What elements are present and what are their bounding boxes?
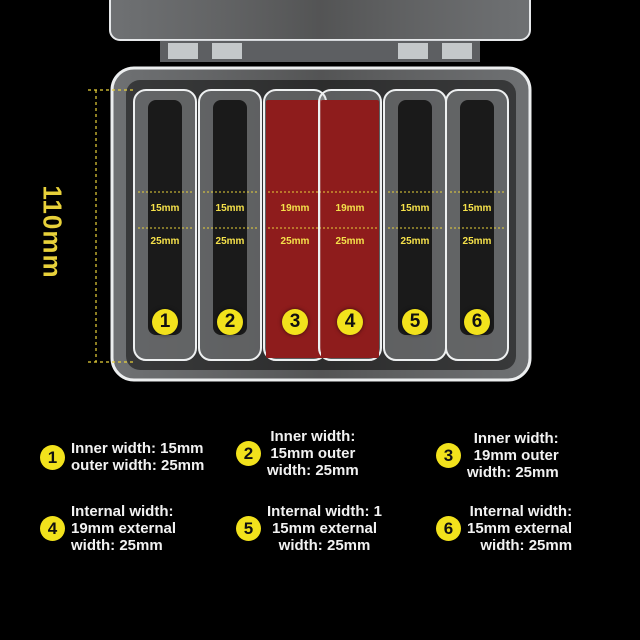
compartment-number-badge: 3	[282, 309, 308, 335]
strip-4	[321, 100, 379, 358]
legend-number-badge: 6	[436, 516, 461, 541]
legend-text: Internal width: 15mm external width: 25m…	[467, 503, 573, 554]
inner-width-label: 15mm	[150, 203, 180, 214]
legend-text: Inner width: 15mm outer width: 25mm	[267, 428, 359, 479]
outer-width-label: 25mm	[215, 236, 245, 247]
compartment-6	[445, 89, 509, 361]
legend-number-badge: 3	[436, 443, 461, 468]
compartment-1	[133, 89, 197, 361]
compartment-number-badge: 5	[402, 309, 428, 335]
box-lid	[109, 0, 531, 62]
compartment-3	[263, 89, 327, 361]
strip-5	[398, 100, 432, 335]
height-dimension-line	[88, 89, 135, 363]
inner-width-label: 15mm	[400, 203, 430, 214]
outer-width-label: 25mm	[280, 236, 310, 247]
compartment-number-badge: 1	[152, 309, 178, 335]
outer-width-label: 25mm	[462, 236, 492, 247]
legend-text: Internal width: 19mm external width: 25m…	[71, 503, 177, 554]
height-dimension-label: 110mm	[37, 185, 68, 279]
inner-width-label: 19mm	[335, 203, 365, 214]
compartment-4	[318, 89, 382, 361]
compartment-number-badge: 4	[337, 309, 363, 335]
compartment-number-badge: 2	[217, 309, 243, 335]
strip-1	[148, 100, 182, 335]
legend-number-badge: 5	[236, 516, 261, 541]
compartment-2	[198, 89, 262, 361]
legend-text: Inner width: 19mm outer width: 25mm	[467, 430, 559, 481]
compartment-5	[383, 89, 447, 361]
inner-width-label: 15mm	[215, 203, 245, 214]
strip-6	[460, 100, 494, 335]
legend-number-badge: 1	[40, 444, 65, 470]
legend-text: Internal width: 1 15mm external width: 2…	[267, 503, 383, 554]
outer-width-label: 25mm	[335, 236, 365, 247]
outer-width-label: 25mm	[400, 236, 430, 247]
legend-number-badge: 2	[236, 441, 261, 466]
inner-width-label: 19mm	[280, 203, 310, 214]
legend-text: Inner width: 15mm outer width: 25mm	[71, 440, 205, 474]
inner-width-label: 15mm	[462, 203, 492, 214]
strip-2	[213, 100, 247, 335]
legend-number-badge: 4	[40, 516, 65, 541]
strip-3	[266, 100, 324, 358]
product-photo	[88, 0, 532, 382]
outer-width-label: 25mm	[150, 236, 180, 247]
compartment-number-badge: 6	[464, 309, 490, 335]
